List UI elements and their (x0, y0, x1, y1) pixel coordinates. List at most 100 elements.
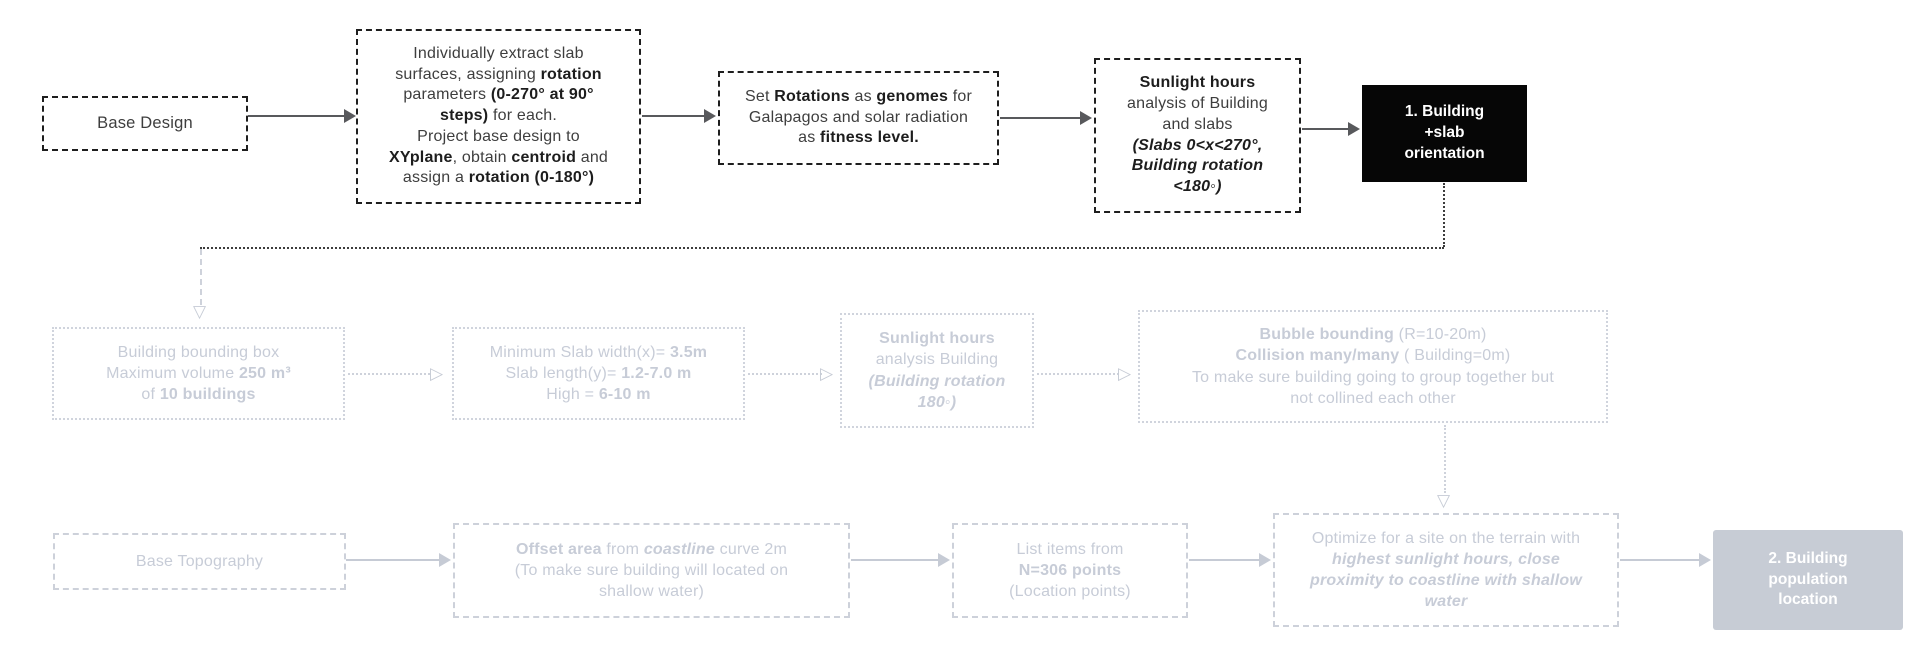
text-line: Bubble bounding (R=10-20m) (1140, 324, 1606, 345)
text-line: steps) for each. (358, 106, 639, 127)
text-segment: from (601, 540, 644, 558)
text-line: High = 6-10 m (454, 384, 743, 405)
text-line: Sunlight hours (842, 328, 1032, 349)
text-segment: Project base design to (417, 127, 580, 145)
text-segment: Minimum Slab width(x)= (489, 343, 670, 361)
text-line: Base Topography (55, 551, 344, 572)
text-segment: population (1768, 570, 1848, 588)
arrowhead-icon (439, 553, 451, 567)
text-segment: rotation (0-180°) (468, 169, 595, 187)
text-line: (Building rotation (842, 371, 1032, 392)
text-line: (Slabs 0<x<270°, (1096, 136, 1299, 157)
text-line: (Location points) (954, 581, 1186, 602)
text-line: XYplane, obtain centroid and (358, 148, 639, 169)
text-line: Building rotation (1096, 156, 1299, 177)
text-line: 180◦) (842, 392, 1032, 413)
text-line: Maximum volume 250 m³ (54, 363, 343, 384)
text-line: highest sunlight hours, close (1275, 549, 1617, 570)
text-segment: analysis of Building (1127, 94, 1268, 112)
text-segment: for each. (488, 107, 558, 125)
text-segment: (To make sure building will located on (514, 561, 789, 579)
arrow-base-design-to-extract (248, 115, 344, 117)
text-segment: coastline (643, 540, 715, 558)
text-segment: of (141, 386, 160, 404)
text-segment: High = (546, 386, 599, 404)
step-sunlight-analysis-building: Sunlight hours analysis Building (Buildi… (840, 313, 1034, 428)
text-segment: , obtain (452, 148, 512, 166)
text-segment: surfaces, assigning (395, 65, 541, 83)
text-line: Galapagos and solar radiation (720, 108, 997, 129)
text-segment: Building bounding box (117, 343, 280, 361)
text-line: analysis of Building (1096, 94, 1299, 115)
text-segment: 6-10 m (598, 386, 651, 404)
text-line: water (1275, 591, 1617, 612)
text-line: proximity to coastline with shallow (1275, 570, 1617, 591)
text-segment: (Slabs 0<x<270°, (1132, 136, 1263, 154)
step-bubble-bounding-collision: Bubble bounding (R=10-20m) Collision man… (1138, 310, 1608, 423)
step-result-building-population-location: 2. Building population location (1713, 530, 1903, 630)
arrowhead-icon (344, 109, 356, 123)
text-line: Optimize for a site on the terrain with (1275, 528, 1617, 549)
text-segment: 10 buildings (159, 386, 256, 404)
text-line: (To make sure building will located on (455, 560, 848, 581)
text-line: N=306 points (954, 560, 1186, 581)
text-line: Set Rotations as genomes for (720, 87, 997, 108)
text-line: assign a rotation (0-180°) (358, 168, 639, 189)
arrow-extract-to-rotations (642, 115, 706, 117)
text-line: location (1713, 590, 1903, 611)
text-line: <180◦) (1096, 177, 1299, 198)
text-segment: analysis Building (875, 351, 999, 369)
text-segment: 1.2-7.0 m (621, 364, 692, 382)
step-sunlight-analysis-slabs: Sunlight hours analysis of Building and … (1094, 58, 1301, 213)
connector-bubble-to-optimize (1444, 425, 1446, 493)
text-segment: Offset area (515, 540, 602, 558)
open-arrowhead-down-icon: ▽ (1437, 491, 1451, 510)
text-segment: (R=10-20m) (1394, 326, 1487, 344)
text-segment: (0-270° at 90° (490, 86, 594, 104)
text-segment: +slab (1424, 124, 1465, 142)
text-segment: 250 m³ (238, 364, 291, 382)
text-line: population (1713, 570, 1903, 591)
connector-bounding-to-slabdims (348, 373, 430, 375)
text-line: orientation (1362, 144, 1527, 165)
text-line: Building bounding box (54, 342, 343, 363)
text-line: 2. Building (1713, 549, 1903, 570)
arrowhead-icon (1699, 553, 1711, 567)
text-segment: XYplane (388, 148, 453, 166)
text-segment: orientation (1404, 144, 1485, 162)
text-segment: List items from (1016, 540, 1124, 558)
open-arrowhead-right-icon: ▷ (820, 364, 834, 383)
text-segment: Sunlight hours (1139, 74, 1256, 92)
text-segment: (Building rotation (868, 372, 1006, 390)
text-segment: not collined each other (1290, 389, 1456, 407)
text-segment: Set (744, 87, 775, 105)
text-segment: location (1778, 591, 1838, 609)
text-segment: Bubble bounding (1259, 326, 1395, 344)
text-segment: Sunlight hours (879, 330, 995, 348)
text-line: Sunlight hours (1096, 73, 1299, 94)
arrowhead-icon (1348, 122, 1360, 136)
text-segment: Collision many/many (1235, 347, 1400, 365)
text-segment: curve 2m (715, 540, 788, 558)
text-line: shallow water) (455, 581, 848, 602)
text-segment: Base Topography (135, 552, 264, 570)
text-line: Individually extract slab (358, 44, 639, 65)
text-segment: Building rotation (1131, 157, 1264, 175)
text-line: To make sure building going to group tog… (1140, 367, 1606, 388)
open-arrowhead-right-icon: ▷ (430, 364, 444, 383)
arrow-offset-to-listitems (851, 559, 940, 561)
step-base-design: Base Design (42, 96, 248, 151)
text-line: Collision many/many ( Building=0m) (1140, 345, 1606, 366)
arrowhead-icon (1080, 111, 1092, 125)
step-result-building-slab-orientation: 1. Building +slab orientation (1362, 85, 1527, 182)
text-line: not collined each other (1140, 388, 1606, 409)
text-line: Base Design (44, 113, 246, 134)
text-segment: assign a (402, 169, 469, 187)
connector-sunlight2-to-bubble (1037, 373, 1119, 375)
text-line: of 10 buildings (54, 384, 343, 405)
arrowhead-icon (1259, 553, 1271, 567)
text-line: Offset area from coastline curve 2m (455, 539, 848, 560)
text-segment: 180◦) (917, 393, 957, 411)
connector-result1-across (200, 247, 1444, 249)
text-segment: <180◦) (1173, 178, 1222, 196)
